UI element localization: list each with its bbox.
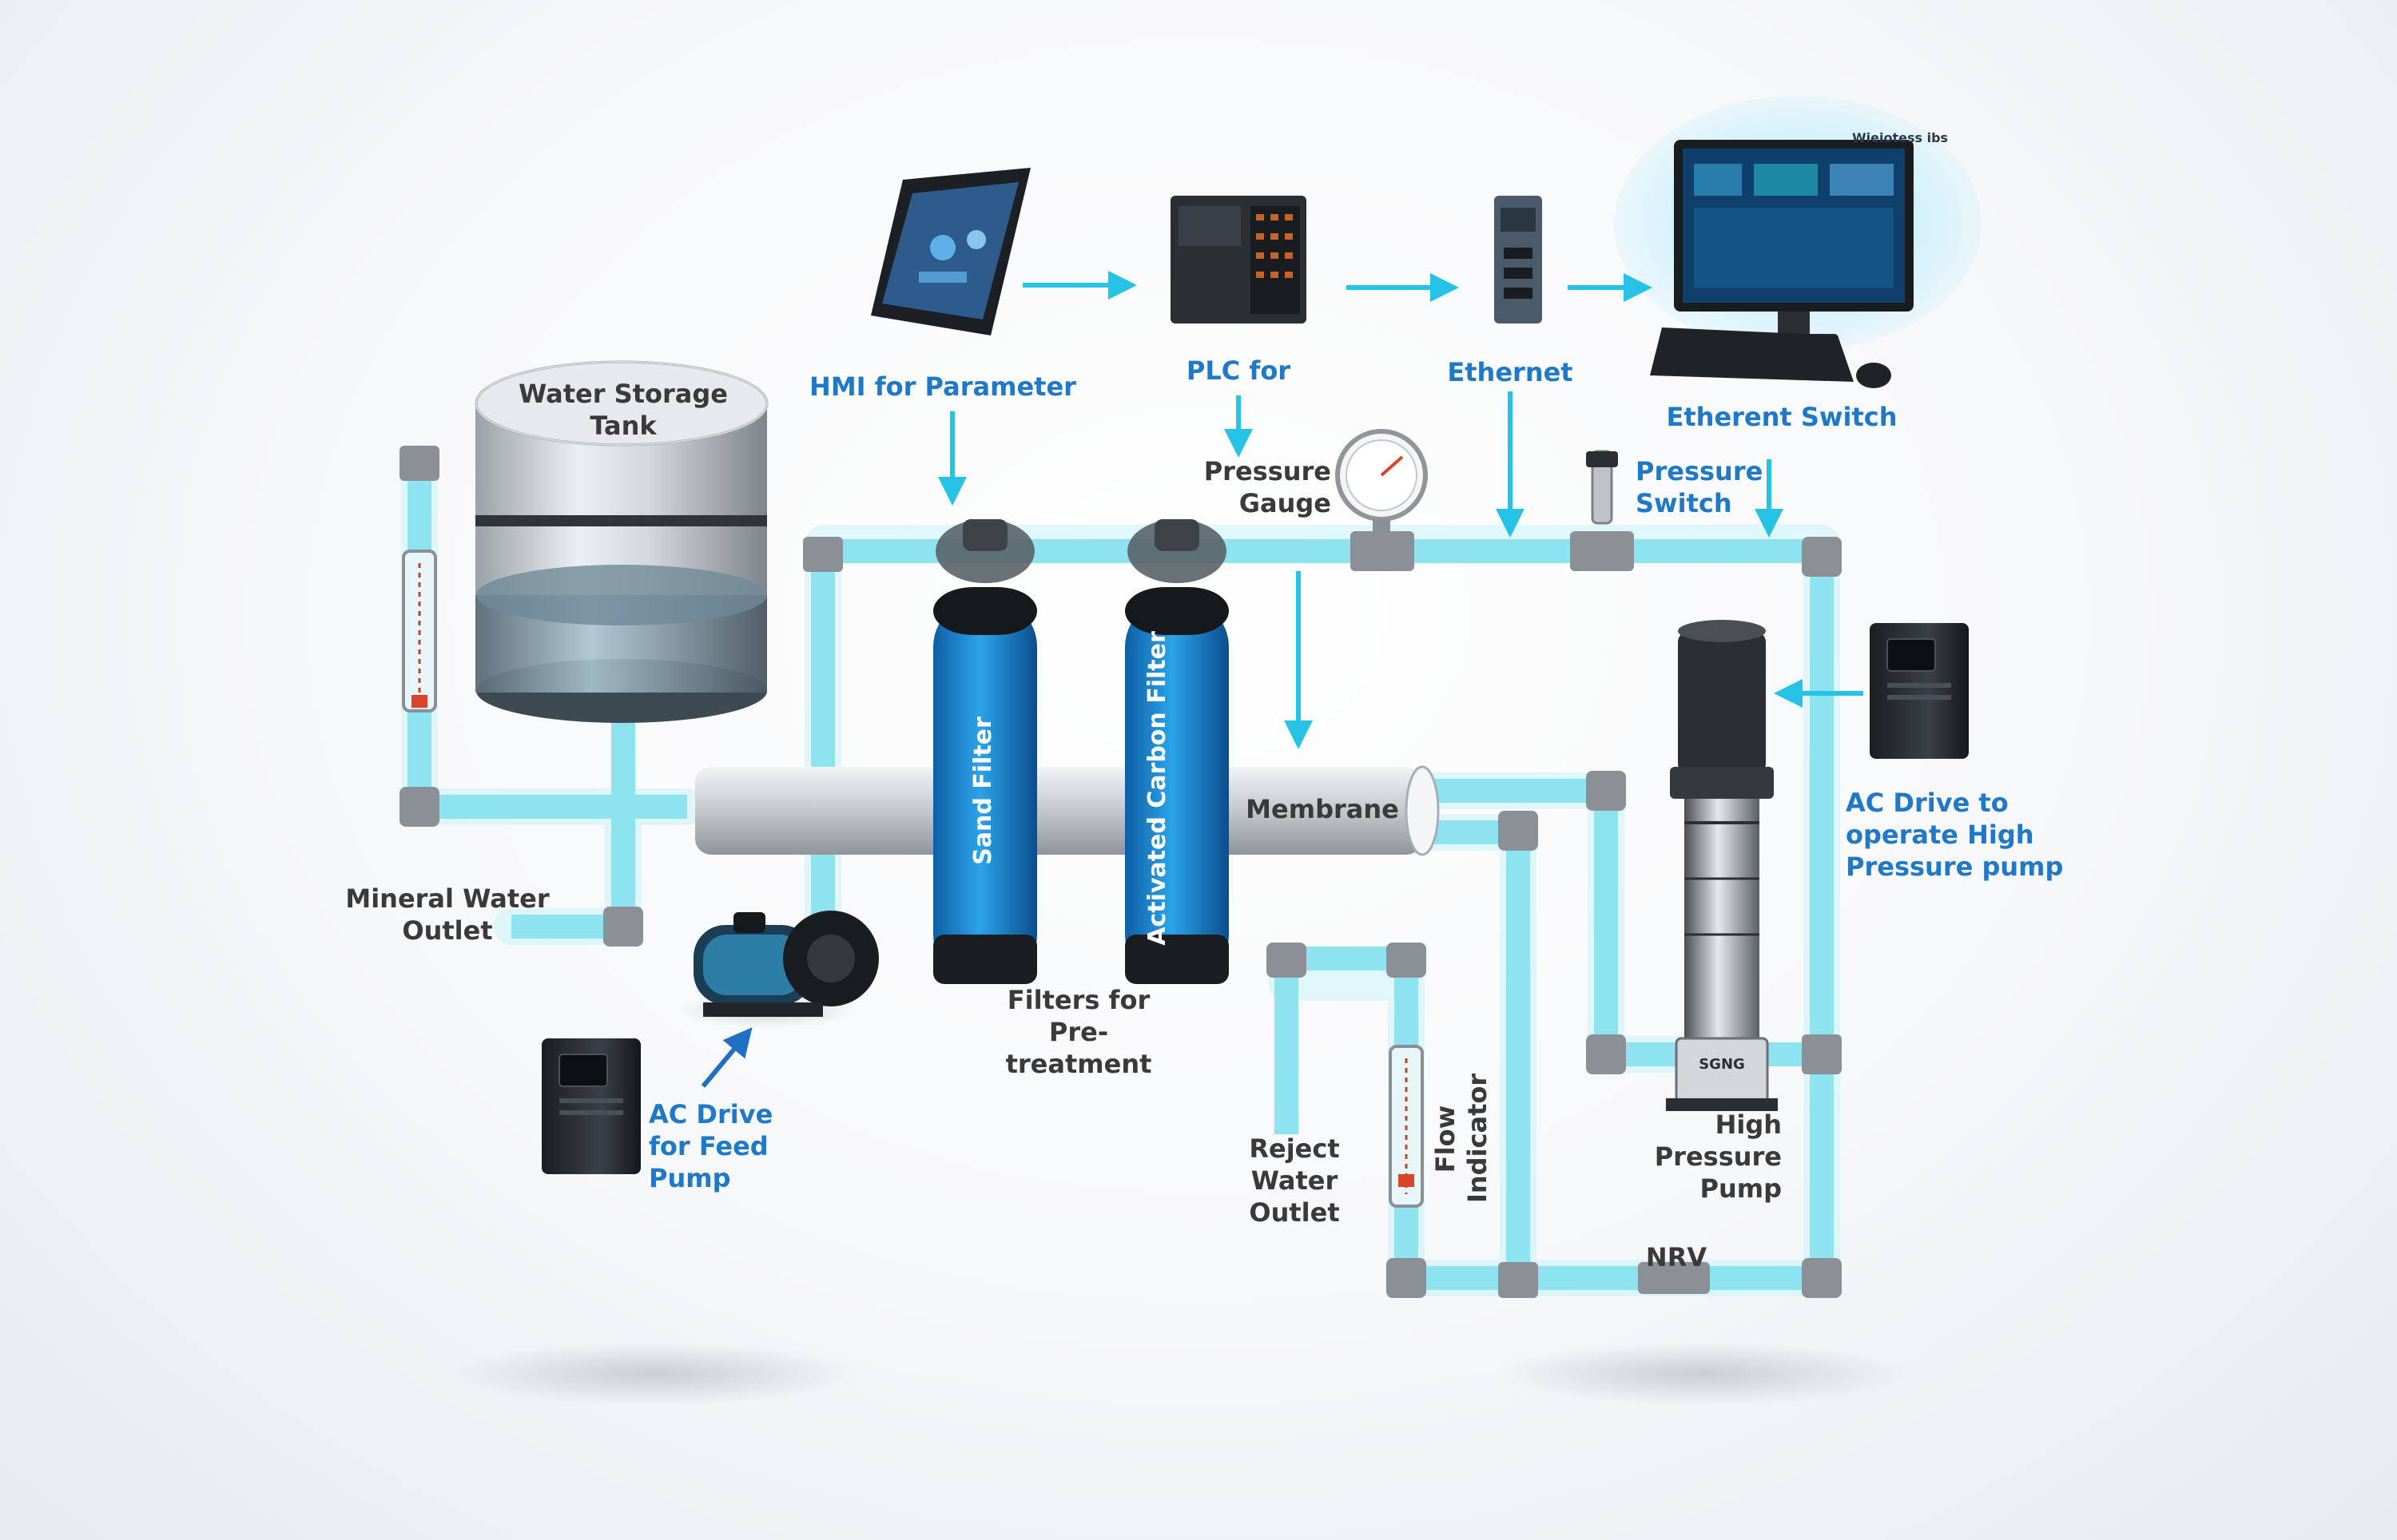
brand-mark: Wieiotess ibs [1852,130,1949,145]
reject-water-outlet-label: Reject Water Outlet [1249,1133,1340,1228]
hmi-label: HMI for Parameter [809,371,1076,402]
feed-drive-arrow [701,1027,753,1088]
pressure-switch-device [1586,450,1618,525]
membrane-pump-pipe [1422,779,1694,1066]
hmi-tablet [871,168,1031,335]
ethernet-label: Ethernet [1447,357,1573,387]
pump-badge: SGNG [1699,1056,1745,1073]
sand-filter-vessel [933,519,1037,984]
tank-flow-meter [402,550,437,712]
pressure-switch-label: Pressure Switch [1636,456,1763,518]
high-pressure-pump-label: High Pressure Pump [1654,1109,1782,1204]
nrv-label: NRV [1645,1242,1707,1272]
pressure-gauge-device [1335,429,1428,543]
pressure-gauge-label: Pressure Gauge [1203,456,1331,518]
plc-label: PLC for [1186,355,1291,386]
high-pressure-pump-device [1666,620,1778,1111]
ac-drive-feed-device [542,1038,641,1174]
ac-drive-feed-label: AC Drive for Feed Pump [649,1099,773,1193]
ethernet-switch-device [1494,196,1542,323]
signal-arrows [938,271,1863,749]
pipe-joints [400,446,1842,1298]
activated-carbon-filter-label: Activated Carbon Filter [1143,631,1171,946]
sand-filter-label: Sand Filter [969,716,997,865]
plc-controller [1171,196,1306,323]
carbon-filter-vessel [1125,519,1229,984]
floor-shadow-right [1494,1342,1910,1406]
feed-pump [679,911,879,1028]
floor-shadow-left [447,1342,863,1406]
scada-computer [1614,96,1982,388]
flow-indicator-label: Flow Indicator [1430,1073,1493,1203]
nrv-valve [1638,1262,1710,1294]
filters-pretreatment-label: Filters for Pre-treatment [1005,985,1152,1079]
water-storage-tank-label: Water Storage Tank [519,379,728,441]
mineral-water-outlet-label: Mineral Water Outlet [345,883,550,946]
ethernet-switch-label: Etherent Switch [1666,402,1898,432]
membrane-label: Membrane [1246,794,1399,824]
reject-flow-meter [1389,1045,1424,1208]
water-storage-tank [475,360,769,723]
ac-drive-high-device [1870,623,1969,759]
ac-drive-high-label: AC Drive to operate High Pressure pump [1846,788,2064,882]
membrane-housing [695,765,1440,856]
